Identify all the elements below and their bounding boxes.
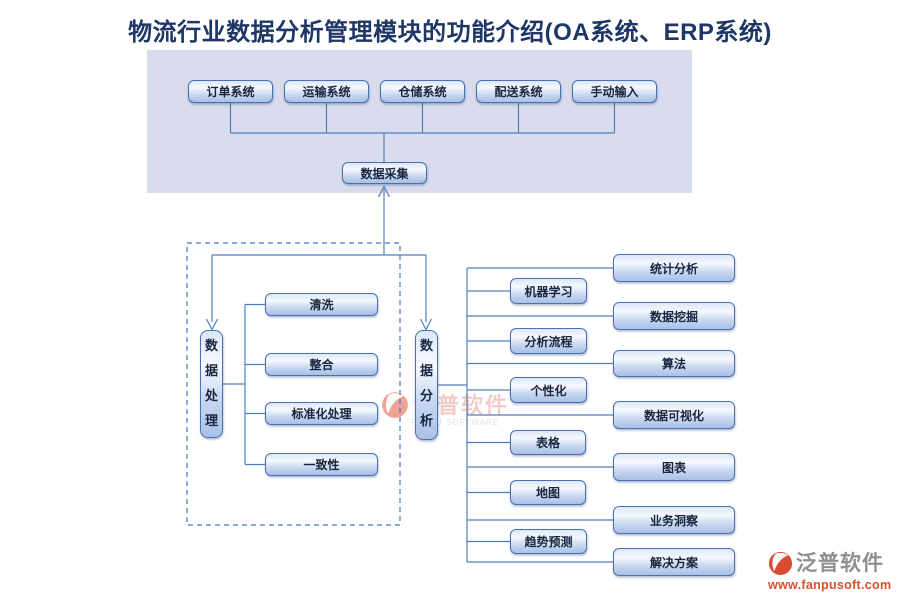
node-data-processing: 数据处理 bbox=[200, 330, 223, 438]
node-warehouse-system: 仓储系统 bbox=[380, 80, 465, 103]
analysis-trunk-lines bbox=[438, 268, 468, 562]
analysis-down-arrowhead bbox=[419, 318, 433, 331]
node-transport-system: 运输系统 bbox=[284, 80, 369, 103]
node-trend-forecast: 趋势预测 bbox=[510, 529, 587, 554]
node-integration: 整合 bbox=[265, 353, 378, 376]
node-data-collection: 数据采集 bbox=[342, 162, 427, 184]
processing-branch-lines bbox=[223, 303, 265, 466]
node-statistical-analysis: 统计分析 bbox=[613, 254, 735, 282]
node-data-mining: 数据挖掘 bbox=[613, 302, 735, 330]
analysis-outer-branch-lines bbox=[467, 267, 613, 563]
collection-up-arrowhead bbox=[377, 185, 391, 198]
fanpu-logo-icon bbox=[382, 392, 408, 418]
page-title: 物流行业数据分析管理模块的功能介绍(OA系统、ERP系统) bbox=[128, 19, 772, 46]
node-charts: 图表 bbox=[613, 453, 735, 481]
node-consistency: 一致性 bbox=[265, 453, 378, 476]
node-data-visualization: 数据可视化 bbox=[613, 401, 735, 429]
node-maps: 地图 bbox=[510, 480, 586, 505]
node-order-system: 订单系统 bbox=[188, 80, 273, 103]
node-delivery-system: 配送系统 bbox=[476, 80, 561, 103]
footer-brand-text: 泛普软件 bbox=[796, 552, 884, 575]
node-standardization: 标准化处理 bbox=[265, 402, 378, 425]
node-tables: 表格 bbox=[510, 430, 586, 455]
node-personalization: 个性化 bbox=[510, 377, 587, 403]
processing-dashed-region bbox=[186, 242, 401, 526]
node-solutions: 解决方案 bbox=[613, 548, 735, 576]
footer-brand: 泛普软件 www.fanpusoft.com bbox=[768, 547, 898, 592]
node-algorithm: 算法 bbox=[613, 350, 735, 377]
node-analysis-process: 分析流程 bbox=[510, 328, 587, 354]
watermark-brand-en: FANPU SOFTWARE bbox=[411, 418, 499, 427]
analysis-inner-branch-lines bbox=[467, 290, 510, 543]
source-drop-lines bbox=[229, 103, 616, 133]
node-manual-input: 手动输入 bbox=[572, 80, 657, 103]
node-data-analysis: 数据分析 bbox=[415, 330, 438, 440]
processing-down-arrowhead bbox=[205, 318, 219, 331]
footer-brand-url: www.fanpusoft.com bbox=[768, 578, 892, 592]
node-machine-learning: 机器学习 bbox=[510, 278, 587, 304]
node-business-insight: 业务洞察 bbox=[613, 506, 735, 534]
fanpu-logo-icon bbox=[768, 551, 793, 575]
node-cleaning: 清洗 bbox=[265, 293, 378, 316]
split-line bbox=[211, 254, 427, 322]
